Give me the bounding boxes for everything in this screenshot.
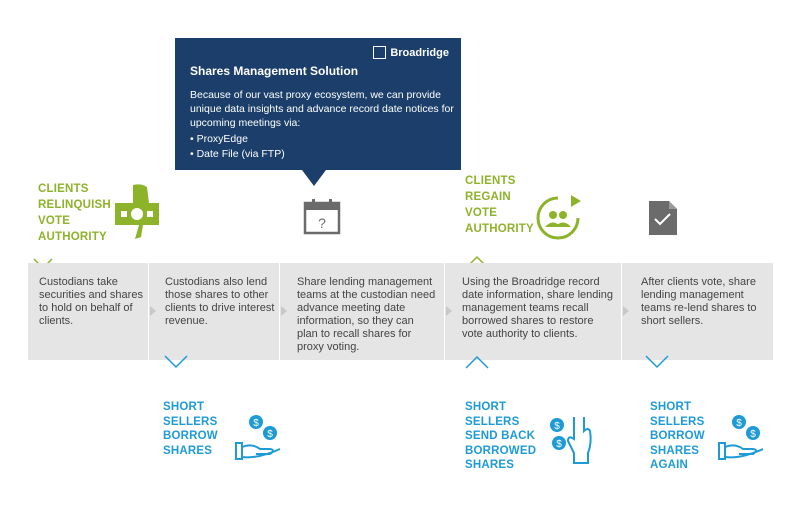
label-line: SHARES <box>163 444 213 457</box>
divider <box>444 263 445 360</box>
label-line: VOTE <box>465 207 498 219</box>
svg-text:$: $ <box>736 418 742 429</box>
callout-title: Shares Management Solution <box>190 64 359 78</box>
label-line: SHARES <box>650 444 700 457</box>
label-line: SHORT <box>465 401 507 413</box>
step-4-text: Using the Broadridge record date informa… <box>462 276 614 340</box>
label-line: AUTHORITY <box>465 223 534 235</box>
chevron-down-icon <box>164 355 188 369</box>
label-line: SHORT <box>650 401 692 413</box>
clients-regain-label: CLIENTS REGAIN VOTE AUTHORITY <box>465 173 534 237</box>
chevron-down-icon <box>645 355 669 369</box>
divider <box>148 263 149 360</box>
arrow-right-icon <box>281 306 287 316</box>
callout-item-date-file: • Date File (via FTP) <box>190 148 285 160</box>
document-check-icon <box>649 201 677 235</box>
label-line: SELLERS <box>650 415 705 428</box>
hand-with-coins-icon: $ $ <box>718 415 764 460</box>
label-line: SEND BACK <box>465 430 536 442</box>
label-line: BORROWED <box>465 444 537 457</box>
label-line: SHORT <box>163 401 205 413</box>
arrow-right-icon <box>446 306 452 316</box>
step-2-text: Custodians also lend those shares to oth… <box>165 276 275 327</box>
hand-with-coins-icon: $ $ <box>235 415 281 460</box>
arrow-right-icon <box>150 306 156 316</box>
step-1-text: Custodians take securities and shares to… <box>39 276 143 327</box>
hand-with-cash-icon <box>115 184 159 239</box>
divider <box>621 263 622 360</box>
people-refresh-icon <box>536 195 581 240</box>
label-line: CLIENTS <box>465 175 516 187</box>
callout-body: Because of our vast proxy ecosystem, we … <box>190 89 454 129</box>
label-line: REGAIN <box>465 191 511 203</box>
label-line: BORROW <box>163 430 218 442</box>
label-line: SELLERS <box>465 415 520 428</box>
label-line: RELINQUISH <box>38 199 111 211</box>
svg-text:$: $ <box>750 429 756 440</box>
solution-callout: Broadridge Shares Management Solution Be… <box>175 38 461 170</box>
callout-list: • ProxyEdge • Date File (via FTP) <box>190 132 285 162</box>
short-sellers-borrow-again-label: SHORT SELLERS BORROW SHARES AGAIN <box>650 400 705 473</box>
short-sellers-borrow-label: SHORT SELLERS BORROW SHARES <box>163 400 218 458</box>
broadridge-logo-icon <box>373 46 387 59</box>
label-line: AUTHORITY <box>38 231 107 243</box>
step-3-text: Share lending management teams at the cu… <box>297 276 436 353</box>
clients-relinquish-label: CLIENTS RELINQUISH VOTE AUTHORITY <box>38 181 111 245</box>
callout-pointer <box>302 170 326 186</box>
step-5-text: After clients vote, share lending manage… <box>641 276 757 327</box>
svg-text:$: $ <box>267 429 273 440</box>
calendar-question-icon: ? <box>303 199 341 235</box>
raised-hand-coins-icon: $ $ <box>550 417 592 464</box>
label-line: BORROW <box>650 430 705 442</box>
svg-text:$: $ <box>253 418 259 429</box>
svg-text:$: $ <box>554 421 560 432</box>
short-sellers-send-back-label: SHORT SELLERS SEND BACK BORROWED SHARES <box>465 400 536 473</box>
svg-text:$: $ <box>556 439 562 450</box>
svg-text:?: ? <box>318 215 326 231</box>
brand-logo: Broadridge <box>373 46 449 59</box>
callout-item-proxyedge: • ProxyEdge <box>190 133 248 145</box>
brand-name: Broadridge <box>390 46 449 59</box>
label-line: VOTE <box>38 215 71 227</box>
chevron-up-icon <box>465 355 489 369</box>
label-line: CLIENTS <box>38 183 89 195</box>
label-line: SELLERS <box>163 415 218 428</box>
divider <box>279 263 280 360</box>
process-band: Custodians take securities and shares to… <box>28 263 773 360</box>
label-line: SHARES <box>465 459 515 471</box>
label-line: AGAIN <box>650 459 689 471</box>
arrow-right-icon <box>623 306 629 316</box>
